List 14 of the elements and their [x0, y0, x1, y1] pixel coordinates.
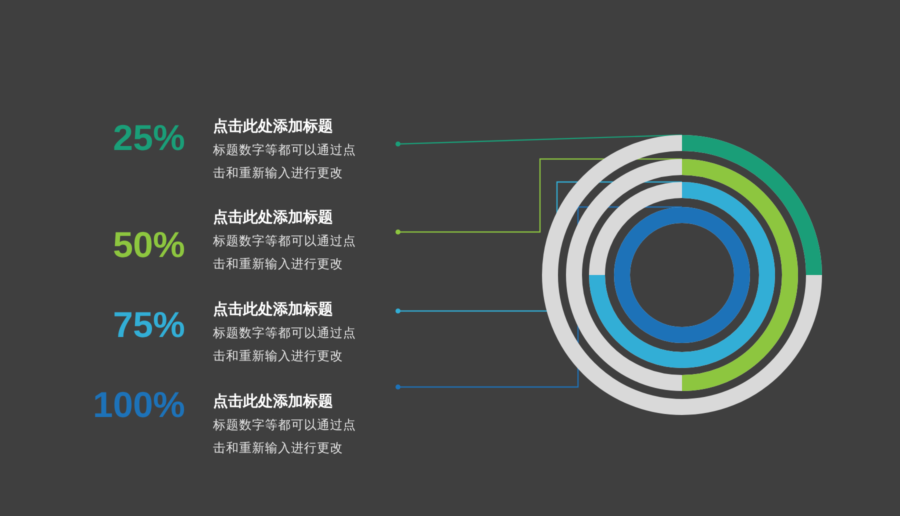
- description: 标题数字等都可以通过点击和重新输入进行更改: [213, 416, 357, 457]
- description: 标题数字等都可以通过点击和重新输入进行更改: [213, 324, 357, 365]
- percentage-value: 100%: [92, 385, 185, 425]
- heading: 点击此处添加标题: [213, 299, 333, 319]
- leader-line: [396, 158, 682, 234]
- heading: 点击此处添加标题: [213, 207, 333, 227]
- leader-line: [396, 134, 682, 146]
- heading: 点击此处添加标题: [213, 116, 333, 136]
- percentage-value: 50%: [112, 225, 185, 265]
- heading: 点击此处添加标题: [213, 391, 333, 411]
- percentage-value: 75%: [112, 305, 185, 345]
- description: 标题数字等都可以通过点击和重新输入进行更改: [213, 141, 357, 182]
- percentage-value: 25%: [112, 118, 185, 158]
- description: 标题数字等都可以通过点击和重新输入进行更改: [213, 232, 357, 273]
